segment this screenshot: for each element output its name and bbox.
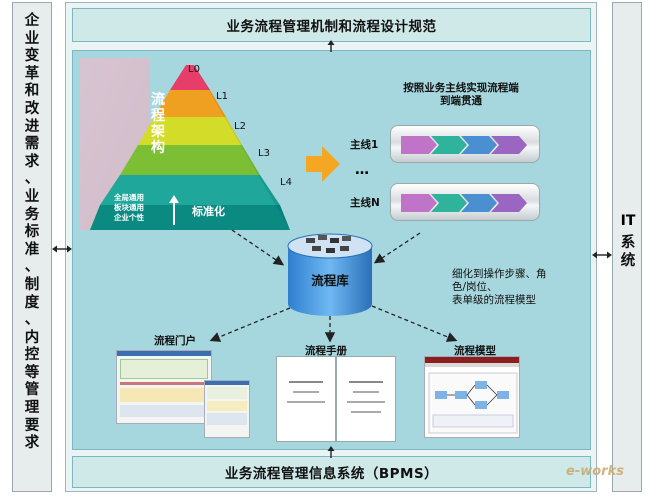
- pyramid-label-l4: L4: [280, 177, 292, 188]
- portal-screenshot-front: [204, 380, 250, 438]
- manual-label: 流程手册: [305, 345, 347, 357]
- mainline-n-chevrons: [401, 194, 527, 212]
- right-it-title: IT: [620, 213, 636, 229]
- pyramid-level-l4: [100, 175, 280, 205]
- bottom-bar-label: 业务流程管理信息系统（BPMS）: [224, 466, 439, 482]
- mainline-dots: …: [355, 162, 369, 178]
- standardize-arrow-head: [169, 195, 179, 203]
- repository-label: 流程库: [311, 273, 349, 288]
- right-double-arrow: [592, 251, 612, 259]
- process-architecture-pyramid: [80, 58, 290, 230]
- model-screenshot: [424, 356, 520, 438]
- pyramid-level-l2: [138, 117, 242, 145]
- left-requirements-text: 企业变革和改进需求 、业务标准 、制度 、内控等管理要求: [24, 13, 40, 452]
- pyramid-right-face: [194, 65, 290, 230]
- manual-document-right-page: [336, 356, 396, 442]
- pyramid-base: [90, 205, 290, 230]
- top-bar-label: 业务流程管理机制和流程设计规范: [226, 19, 437, 35]
- mainline-1-tube: [390, 125, 540, 163]
- pyramid-level-l1: [154, 90, 226, 117]
- bottom-up-arrow: [327, 446, 335, 458]
- manual-document-left-page: [276, 356, 336, 442]
- model-screenshot-flow: [428, 372, 518, 434]
- right-it-system-panel: IT 系 统: [612, 2, 642, 492]
- left-double-arrow: [52, 245, 72, 253]
- pyramid-label-l0: L0: [188, 64, 200, 75]
- mainline-1-label: 主线1: [350, 139, 379, 151]
- pyramid-label-l3: L3: [258, 148, 270, 159]
- pyramid-base-text: 全局通用 板块通用 企业个性: [114, 193, 144, 222]
- pyramid-level-l0: [170, 65, 210, 90]
- top-bar: 业务流程管理机制和流程设计规范: [72, 8, 591, 42]
- orange-right-arrow: [306, 146, 340, 182]
- pyramid-standardize-label: 标准化: [192, 205, 225, 218]
- portal-screenshot: [116, 350, 212, 424]
- top-up-arrow: [327, 40, 335, 52]
- bottom-bar: 业务流程管理信息系统（BPMS）: [72, 456, 591, 488]
- left-requirements-panel: 企业变革和改进需求 、业务标准 、制度 、内控等管理要求: [12, 2, 52, 492]
- right-it-text: 系 统: [620, 235, 636, 269]
- mainline-n-tube: [390, 183, 540, 221]
- pyramid-label-l2: L2: [234, 121, 246, 132]
- process-repository-cylinder: [287, 233, 373, 316]
- portal-label: 流程门户: [154, 335, 196, 347]
- pyramid-process-architecture-label: 流 程 架 构: [151, 92, 165, 156]
- pyramid-level-l3: [120, 145, 260, 175]
- mainline-n-label: 主线N: [350, 197, 380, 209]
- eworks-watermark: e-works: [566, 464, 624, 479]
- process-model-note: 细化到操作步骤、角 色/岗位、 表单级的流程模型: [452, 268, 547, 306]
- pyramid-label-l1: L1: [216, 91, 228, 102]
- mainline-1-chevrons: [401, 136, 527, 154]
- mainline-title: 按照业务主线实现流程端 到端贯通: [403, 82, 519, 107]
- model-label: 流程模型: [454, 345, 496, 357]
